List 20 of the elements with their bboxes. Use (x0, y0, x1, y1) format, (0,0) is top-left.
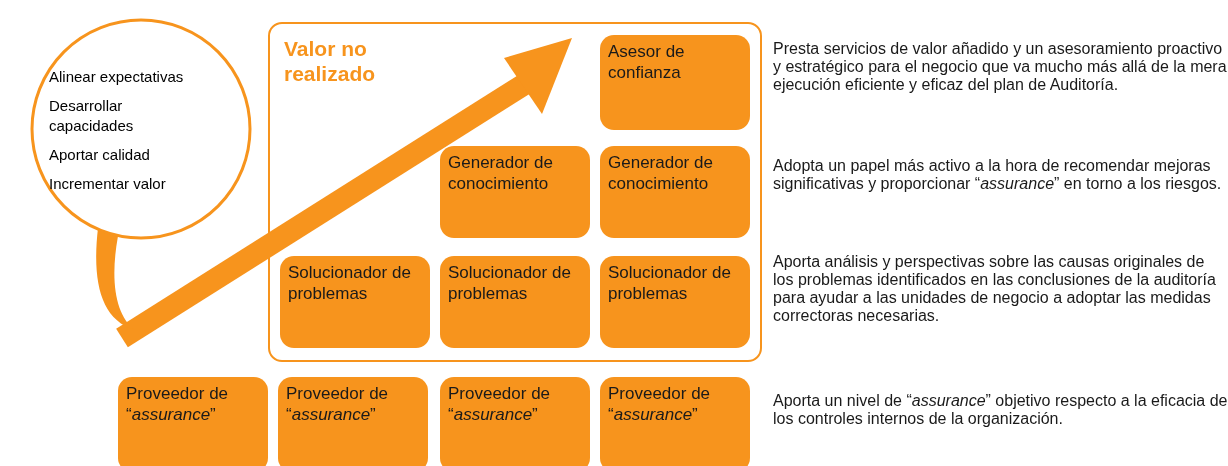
group-title: Valor no realizado (284, 36, 377, 86)
role-box: Generador de conocimiento (600, 146, 750, 238)
list-item: Desarrollar capacidades (49, 96, 135, 136)
role-box: Proveedor de “assurance” (118, 377, 268, 466)
description-text: Aporta un nivel de “assurance” objetivo respecto a la eficacia de los controles internos de la organización. (773, 392, 1228, 428)
list-item: Aportar calidad (49, 145, 151, 165)
role-box: Proveedor de “assurance” (600, 377, 750, 466)
description-text: Presta servicios de valor añadido y un asesoramiento proactivo y estratégico para el negocio que va mucho más allá de la mera ejecución eficiente y eficaz del plan de Auditoría. (773, 40, 1228, 94)
role-box: Solucionador de problemas (440, 256, 590, 348)
list-item: Alinear expectativas (49, 67, 185, 87)
description-text: Aporta análisis y perspectivas sobre las causas originales de los problemas identificados en las conclusiones de la auditoría para ayudar a las unidades de negocio a adoptar las medidas correctoras necesarias. (773, 253, 1217, 325)
description-text: Adopta un papel más activo a la hora de recomendar mejoras significativas y proporcionar “assurance” en torno a los riesgos. (773, 157, 1223, 193)
group-frame (268, 22, 762, 362)
role-box: Asesor de confianza (600, 35, 750, 130)
role-box: Generador de conocimiento (440, 146, 590, 238)
list-item: Incrementar valor (49, 174, 167, 194)
role-box: Solucionador de problemas (600, 256, 750, 348)
role-box: Proveedor de “assurance” (440, 377, 590, 466)
role-box: Proveedor de “assurance” (278, 377, 428, 466)
role-box: Solucionador de problemas (280, 256, 430, 348)
